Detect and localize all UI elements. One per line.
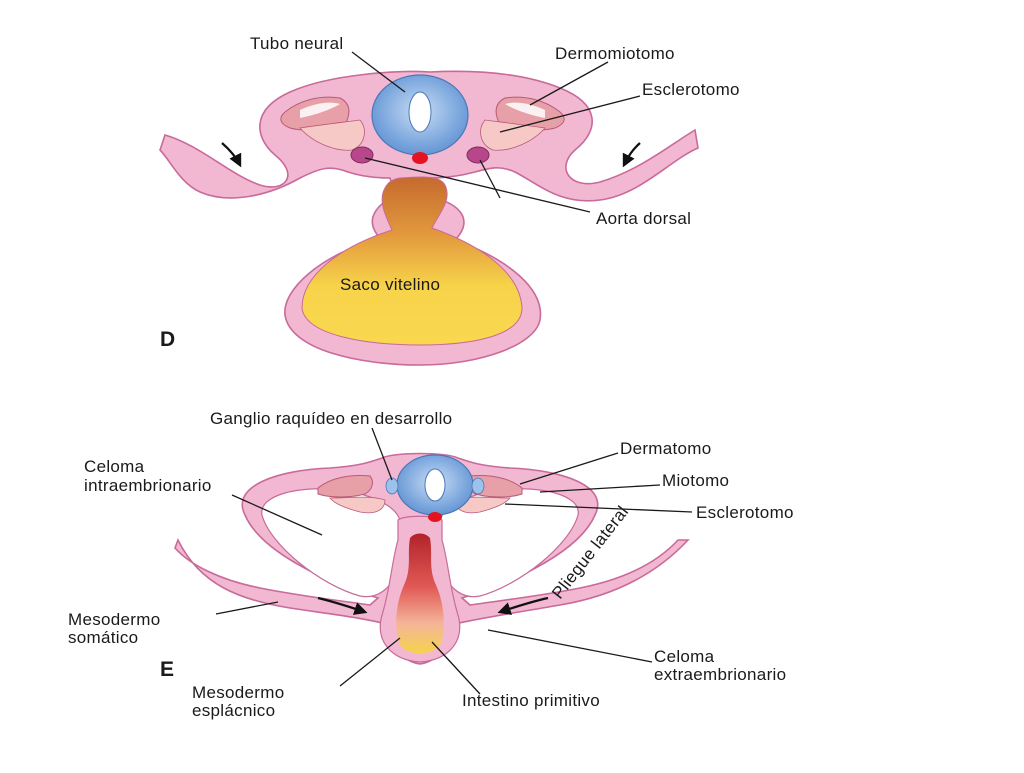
fold-arrow-right-e — [497, 596, 549, 615]
neural-canal — [408, 91, 432, 133]
label-meso-somatico-2: somático — [68, 628, 138, 647]
sclerotome-left-e — [329, 496, 386, 514]
sclerotome-right-e — [454, 496, 511, 514]
leader-ganglio — [371, 427, 393, 481]
dermatome-left — [317, 475, 373, 498]
label-saco-vitelino: Saco vitelino — [340, 275, 440, 294]
leader-tubo-neural — [351, 51, 406, 93]
label-esclerotomo: Esclerotomo — [642, 80, 740, 99]
sclerotome-right — [480, 119, 546, 151]
leader-meso-somatico — [215, 601, 279, 615]
label-aorta-dorsal: Aorta dorsal — [596, 209, 691, 228]
leader-esclerotomo-e — [504, 503, 693, 513]
leader-dermatomo — [519, 452, 619, 485]
leader-miotomo — [539, 484, 661, 493]
notochord — [412, 152, 428, 164]
leader-esclerotomo — [499, 95, 641, 133]
panel-letter-e: E — [160, 658, 174, 681]
label-celoma-intra-2: intraembrionario — [84, 476, 212, 495]
aorta-dorsal-left — [350, 146, 374, 164]
label-meso-esplacnico-1: Mesodermo — [192, 683, 284, 702]
dermomyotome-right-white — [505, 102, 545, 118]
leader-intestino — [431, 641, 481, 695]
leader-celoma-intra — [231, 494, 323, 536]
panel-letter-d: D — [160, 328, 175, 351]
leader-meso-esplacnico — [339, 637, 401, 687]
panel-d: Tubo neural Dermomiotomo Esclerotomo Aor… — [159, 34, 740, 366]
panel-e: Ganglio raquídeo en desarrollo Celoma in… — [68, 409, 794, 720]
label-meso-somatico-1: Mesodermo — [68, 610, 160, 629]
spinal-ganglion-left — [385, 477, 399, 495]
fold-arrow-left-e — [317, 596, 368, 615]
leader-aorta-1 — [364, 157, 591, 213]
notochord-e — [428, 512, 442, 522]
label-celoma-extra-2: extraembrionario — [654, 665, 786, 684]
label-miotomo: Miotomo — [662, 471, 729, 490]
leader-celoma-extra — [487, 629, 653, 663]
label-celoma-extra-1: Celoma — [654, 647, 715, 666]
label-ganglio: Ganglio raquídeo en desarrollo — [210, 409, 452, 428]
sclerotome-left — [299, 119, 365, 151]
label-dermomiotomo: Dermomiotomo — [555, 44, 675, 63]
leader-dermomiotomo — [529, 61, 609, 106]
aorta-dorsal-right — [466, 146, 490, 164]
leader-aorta-2 — [479, 159, 501, 199]
label-intestino: Intestino primitivo — [462, 691, 600, 710]
primitive-gut-lumen — [396, 533, 444, 654]
dermomyotome-left-white — [300, 102, 340, 118]
yolk-sac-cavity — [301, 176, 523, 346]
fold-arrow-right — [622, 142, 641, 168]
neural-canal-e — [424, 468, 446, 502]
spinal-ganglion-right — [471, 477, 485, 495]
fold-arrow-left — [221, 142, 242, 168]
label-esclerotomo-e: Esclerotomo — [696, 503, 794, 522]
label-dermatomo: Dermatomo — [620, 439, 712, 458]
label-celoma-intra-1: Celoma — [84, 457, 145, 476]
label-meso-esplacnico-2: esplácnico — [192, 701, 275, 720]
label-tubo-neural: Tubo neural — [250, 34, 343, 53]
